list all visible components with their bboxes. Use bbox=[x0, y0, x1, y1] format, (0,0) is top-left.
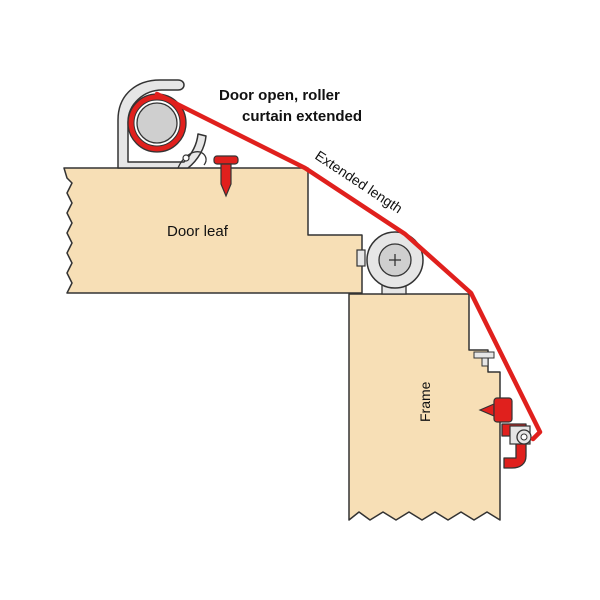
door-leaf-shape bbox=[63, 167, 363, 294]
frame-label: Frame bbox=[417, 381, 433, 422]
red-screw-icon bbox=[478, 397, 513, 423]
guide-roller-icon bbox=[356, 231, 424, 295]
red-screw-icon bbox=[213, 155, 239, 198]
curtain-end-clip-icon bbox=[501, 423, 532, 469]
extended-curtain-line bbox=[154, 91, 543, 442]
door-leaf-label: Door leaf bbox=[167, 223, 228, 240]
roller-drum-icon bbox=[127, 93, 187, 153]
title-line-2: curtain extended bbox=[242, 108, 363, 125]
roller-housing-icon bbox=[117, 79, 207, 169]
bracket-icon bbox=[473, 351, 495, 367]
title-line-1: Door open, roller bbox=[219, 87, 340, 104]
